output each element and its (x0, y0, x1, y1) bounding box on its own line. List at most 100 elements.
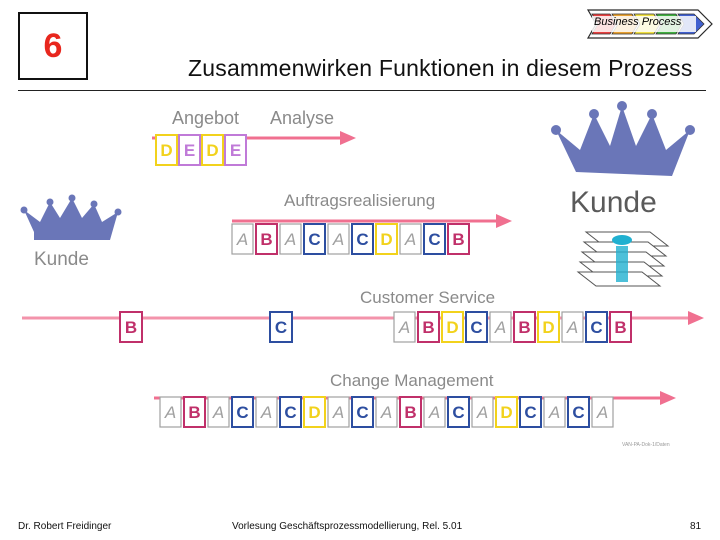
function-box-a (327, 396, 350, 428)
function-letter-d: D (206, 141, 218, 160)
function-letter-a: A (332, 230, 344, 249)
function-box-d (441, 311, 464, 343)
function-letter-b: B (518, 318, 530, 337)
function-box-b (513, 311, 536, 343)
function-letter-a: A (428, 403, 440, 422)
function-box-a (399, 223, 422, 255)
function-box-b (183, 396, 206, 428)
function-letter-c: C (308, 230, 320, 249)
function-letter-a: A (212, 403, 224, 422)
function-box-d (303, 396, 326, 428)
function-box-c (447, 396, 470, 428)
function-letter-c: C (524, 403, 536, 422)
function-letter-a: A (476, 403, 488, 422)
function-box-c (585, 311, 608, 343)
function-box-b (447, 223, 470, 255)
stage-label-angebot: Angebot (172, 108, 239, 128)
function-letter-c: C (572, 403, 584, 422)
function-letter-c: C (284, 403, 296, 422)
function-box-c (279, 396, 302, 428)
function-letter-a: A (380, 403, 392, 422)
footer-page-number: 81 (690, 521, 702, 532)
stage-label-auftragsrealisierung: Auftragsrealisierung (284, 191, 435, 210)
function-letter-b: B (452, 230, 464, 249)
function-letter-b: B (404, 403, 416, 422)
function-letter-a: A (398, 318, 410, 337)
slide-number-box: 6 (18, 12, 88, 80)
function-box-e (178, 134, 201, 166)
function-letter-c: C (470, 318, 482, 337)
function-box-c (351, 223, 374, 255)
function-box-a (327, 223, 350, 255)
function-letter-a: A (548, 403, 560, 422)
function-box-b (119, 311, 143, 343)
function-letter-b: B (125, 318, 137, 337)
function-box-c (303, 223, 326, 255)
footer-course: Vorlesung Geschäftsprozessmodellierung, … (232, 521, 463, 532)
function-box-a (279, 223, 302, 255)
function-box-d (537, 311, 560, 343)
function-letter-a: A (236, 230, 248, 249)
function-box-b (255, 223, 278, 255)
function-box-a (231, 223, 254, 255)
function-letter-a: A (566, 318, 578, 337)
function-box-c (465, 311, 488, 343)
function-letter-b: B (614, 318, 626, 337)
function-box-a (561, 311, 584, 343)
function-letter-a: A (494, 318, 506, 337)
title-divider (18, 90, 706, 91)
function-box-a (423, 396, 446, 428)
function-box-d (375, 223, 398, 255)
function-letter-d: D (500, 403, 512, 422)
kunde-right-label: Kunde (570, 186, 657, 219)
function-box-c (231, 396, 254, 428)
function-letter-c: C (428, 230, 440, 249)
function-box-c (423, 223, 446, 255)
function-letter-c: C (236, 403, 248, 422)
function-box-a (207, 396, 230, 428)
function-box-a (471, 396, 494, 428)
stage-label-customer-service: Customer Service (360, 288, 495, 307)
function-letter-d: D (446, 318, 458, 337)
function-box-c (351, 396, 374, 428)
business-process-badge (586, 9, 713, 39)
function-box-a (489, 311, 512, 343)
function-letter-c: C (356, 230, 368, 249)
function-letter-b: B (422, 318, 434, 337)
function-letter-a: A (332, 403, 344, 422)
function-letter-d: D (542, 318, 554, 337)
function-box-c (269, 311, 293, 343)
business-process-label: Business Process (594, 16, 682, 28)
function-letter-a: A (284, 230, 296, 249)
function-box-d (155, 134, 178, 166)
function-box-a (159, 396, 182, 428)
document-stack-icon (576, 231, 670, 287)
function-box-e (224, 134, 247, 166)
function-box-b (399, 396, 422, 428)
kunde-left-label: Kunde (34, 249, 89, 270)
function-box-a (591, 396, 614, 428)
page-title: Zusammenwirken Funktionen in diesem Proz… (188, 55, 693, 81)
function-letter-d: D (160, 141, 172, 160)
function-box-b (609, 311, 632, 343)
function-box-c (567, 396, 590, 428)
function-letter-e: E (230, 141, 241, 160)
function-box-a (393, 311, 416, 343)
function-box-d (495, 396, 518, 428)
function-box-a (375, 396, 398, 428)
slide-number: 6 (43, 26, 63, 65)
diagram-watermark: VAN-PA-Dok-1/Daten (622, 442, 670, 448)
function-letter-c: C (452, 403, 464, 422)
function-box-d (201, 134, 224, 166)
function-letter-a: A (596, 403, 608, 422)
crown-icon-left (20, 194, 122, 240)
function-letter-a: A (164, 403, 176, 422)
function-letter-a: A (260, 403, 272, 422)
footer-author: Dr. Robert Freidinger (18, 521, 112, 532)
function-box-c (519, 396, 542, 428)
function-box-a (255, 396, 278, 428)
stage-label-analyse: Analyse (270, 108, 334, 128)
function-letter-b: B (188, 403, 200, 422)
function-letter-c: C (590, 318, 602, 337)
